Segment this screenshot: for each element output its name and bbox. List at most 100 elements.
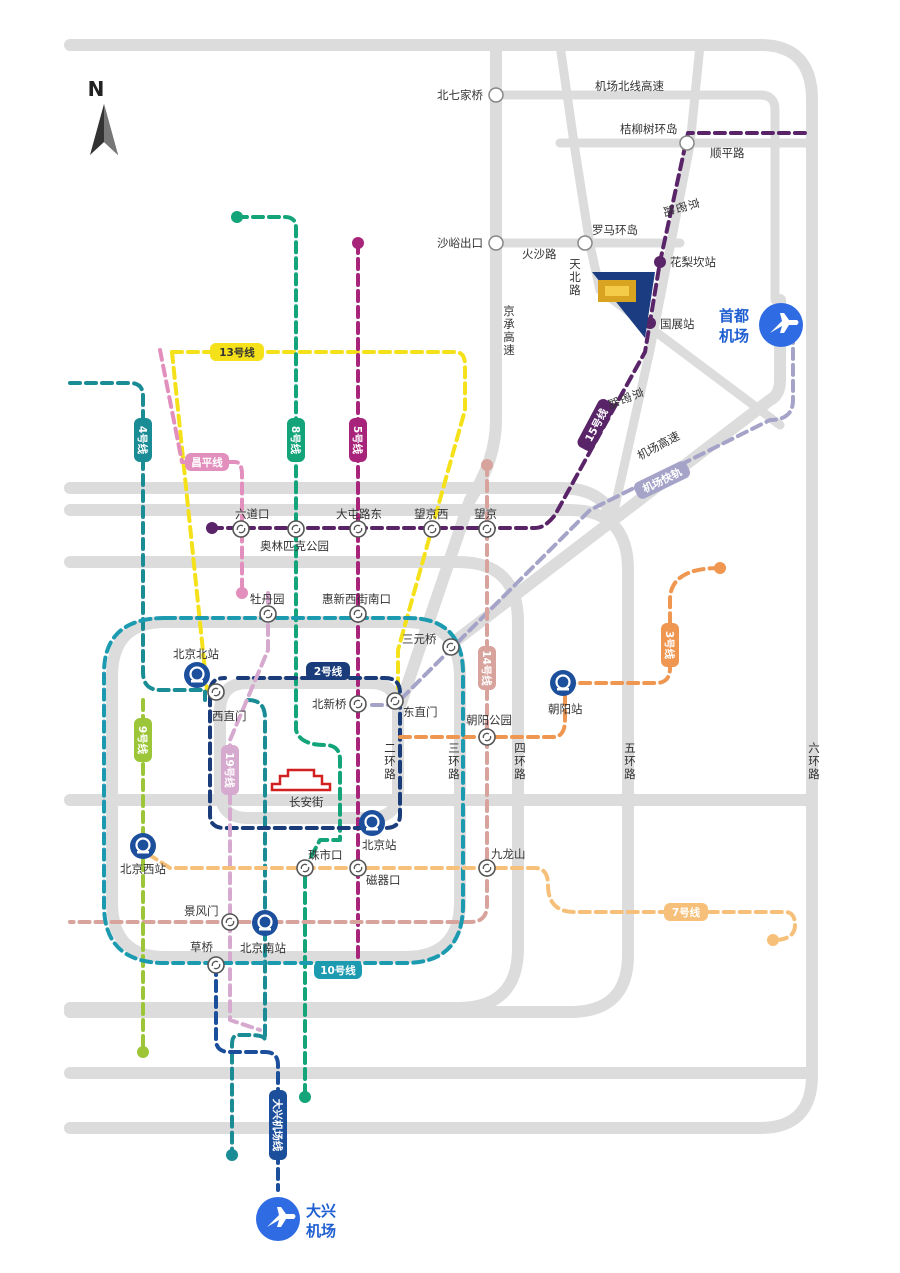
line-pill-l2: 2号线 <box>306 662 350 680</box>
label-beiqijiaqiao: 北七家桥 <box>437 88 483 102</box>
line-label-changping: 昌平线 <box>191 456 223 469</box>
terminal-line8-north <box>231 211 243 223</box>
railway-station-icon-beijingnan <box>252 910 278 936</box>
node-shayu <box>488 235 504 251</box>
line-label-l19: 19号线 <box>223 752 236 788</box>
capital-airport-label-2: 机场 <box>719 327 749 345</box>
label-chaoyangpark: 朝阳公园 <box>466 713 512 727</box>
interchange-sanyuan <box>442 638 460 656</box>
line-pill-l14: 14号线 <box>478 646 496 690</box>
label-beijingnan: 北京南站 <box>240 941 286 955</box>
interchange-mudanyuan <box>259 605 277 623</box>
label-jichang-north: 机场北线高速 <box>595 79 664 93</box>
line-label-l7: 7号线 <box>672 906 701 919</box>
railway-station-icon-chaoyangzhan <box>550 670 576 696</box>
line-pill-l5: 5号线 <box>349 418 367 462</box>
label-wangjing: 望京 <box>474 507 497 521</box>
terminal-line4-south <box>226 1149 238 1161</box>
interchange-jiulongshan <box>478 859 496 877</box>
label-guozhan: 国展站 <box>660 317 695 331</box>
label-road-ring5: 五环路 <box>624 741 636 781</box>
terminal-line3-east <box>714 562 726 574</box>
daxing-airport-label-2: 机场 <box>306 1222 336 1240</box>
label-road-jingmi_2: 京密路 <box>605 386 647 412</box>
line-pill-l4: 4号线 <box>134 418 152 462</box>
label-road-ring6: 六环路 <box>808 741 820 781</box>
terminal-line8-south <box>299 1091 311 1103</box>
property-landmark-icon <box>592 272 655 338</box>
line-daxing-express-path <box>214 963 280 1192</box>
interchange-huixin <box>349 605 367 623</box>
label-jiulongshan: 九龙山 <box>491 847 526 861</box>
line-15-path <box>210 131 807 530</box>
line-pill-l9: 9号线 <box>134 718 152 762</box>
interchange-liudaokou <box>232 520 250 538</box>
interchange-jingfengmen <box>221 913 239 931</box>
interchange-wangjing <box>478 520 496 538</box>
label-mudanyuan: 牡丹园 <box>250 592 285 606</box>
line-pill-l10: 10号线 <box>314 961 362 979</box>
railway-station-icon-beijingzhan <box>359 810 385 836</box>
label-jichang-gaosu: 机场高速 <box>635 428 683 462</box>
line-8-path <box>235 215 342 1099</box>
label-sanyuan: 三元桥 <box>402 632 437 646</box>
label-beijingxi: 北京西站 <box>120 862 166 876</box>
railway-station-icon-beijingxi <box>130 833 156 859</box>
compass: N <box>88 77 118 155</box>
interchange-caoqiao <box>207 956 225 974</box>
label-road-ring2: 二环路 <box>384 741 396 781</box>
line-label-l2: 2号线 <box>314 665 343 678</box>
label-aoti: 奥林匹克公园 <box>260 539 329 553</box>
interchange-stations <box>207 520 496 974</box>
line-13-path <box>170 350 467 702</box>
label-qiaoliushu: 桔柳树环岛 <box>620 122 678 136</box>
label-road-jingmi_1: 京密路 <box>661 196 703 219</box>
railway-stations <box>130 662 576 936</box>
label-caoqiao: 草桥 <box>190 940 213 954</box>
terminal-line5-north <box>352 237 364 249</box>
label-huali: 花梨坎站 <box>670 255 716 269</box>
interchange-beixinqiao <box>349 695 367 713</box>
line-label-l3: 3号线 <box>663 631 676 660</box>
road-top-band <box>64 39 818 106</box>
label-huosha: 火沙路 <box>522 247 557 261</box>
line-pill-l8: 8号线 <box>287 418 305 462</box>
interchange-chaoyangpark <box>478 728 496 746</box>
line-label-daxing_express: 大兴机场线 <box>271 1099 284 1152</box>
terminal-line9-south <box>137 1046 149 1058</box>
label-beixinqiao: 北新桥 <box>312 697 347 711</box>
terminal-changping-south <box>236 587 248 599</box>
label-road-tianbei: 天北路 <box>569 257 581 297</box>
terminal-huali <box>654 256 666 268</box>
compass-n-label: N <box>88 77 105 101</box>
label-wangjingxi: 望京西 <box>414 507 449 521</box>
label-zhushikou: 珠市口 <box>308 848 343 862</box>
node-luoma <box>577 235 593 251</box>
label-ciqikou: 磁器口 <box>366 873 401 887</box>
capital-airport: 首都 机场 <box>719 303 803 347</box>
terminal-line15-west <box>206 522 218 534</box>
label-beijingbei: 北京北站 <box>173 647 219 661</box>
line-4-path <box>68 381 267 1157</box>
line-14-path <box>68 463 489 924</box>
road-airport-expressway <box>444 294 786 651</box>
label-beijingzhan: 北京站 <box>362 838 397 852</box>
line-label-l14: 14号线 <box>480 650 493 686</box>
interchange-zhushikou <box>296 859 314 877</box>
interchange-wangjingxi <box>423 520 441 538</box>
interchange-datun <box>349 520 367 538</box>
line-pill-l3: 3号线 <box>661 623 679 667</box>
line-label-l8: 8号线 <box>289 426 302 455</box>
label-road-ring3: 三环路 <box>448 741 460 781</box>
interchange-dongzhimen <box>386 692 404 710</box>
road-horizontal-north <box>64 482 616 516</box>
line-pill-daxing_express: 大兴机场线 <box>269 1090 287 1160</box>
line-airport-express-path <box>370 328 795 707</box>
label-changanjie: 长安街 <box>289 795 324 809</box>
label-luoma: 罗马环岛 <box>592 223 638 237</box>
daxing-airport-label-1: 大兴 <box>306 1202 336 1220</box>
metro-lines <box>68 131 807 1192</box>
road-network <box>64 39 818 1134</box>
